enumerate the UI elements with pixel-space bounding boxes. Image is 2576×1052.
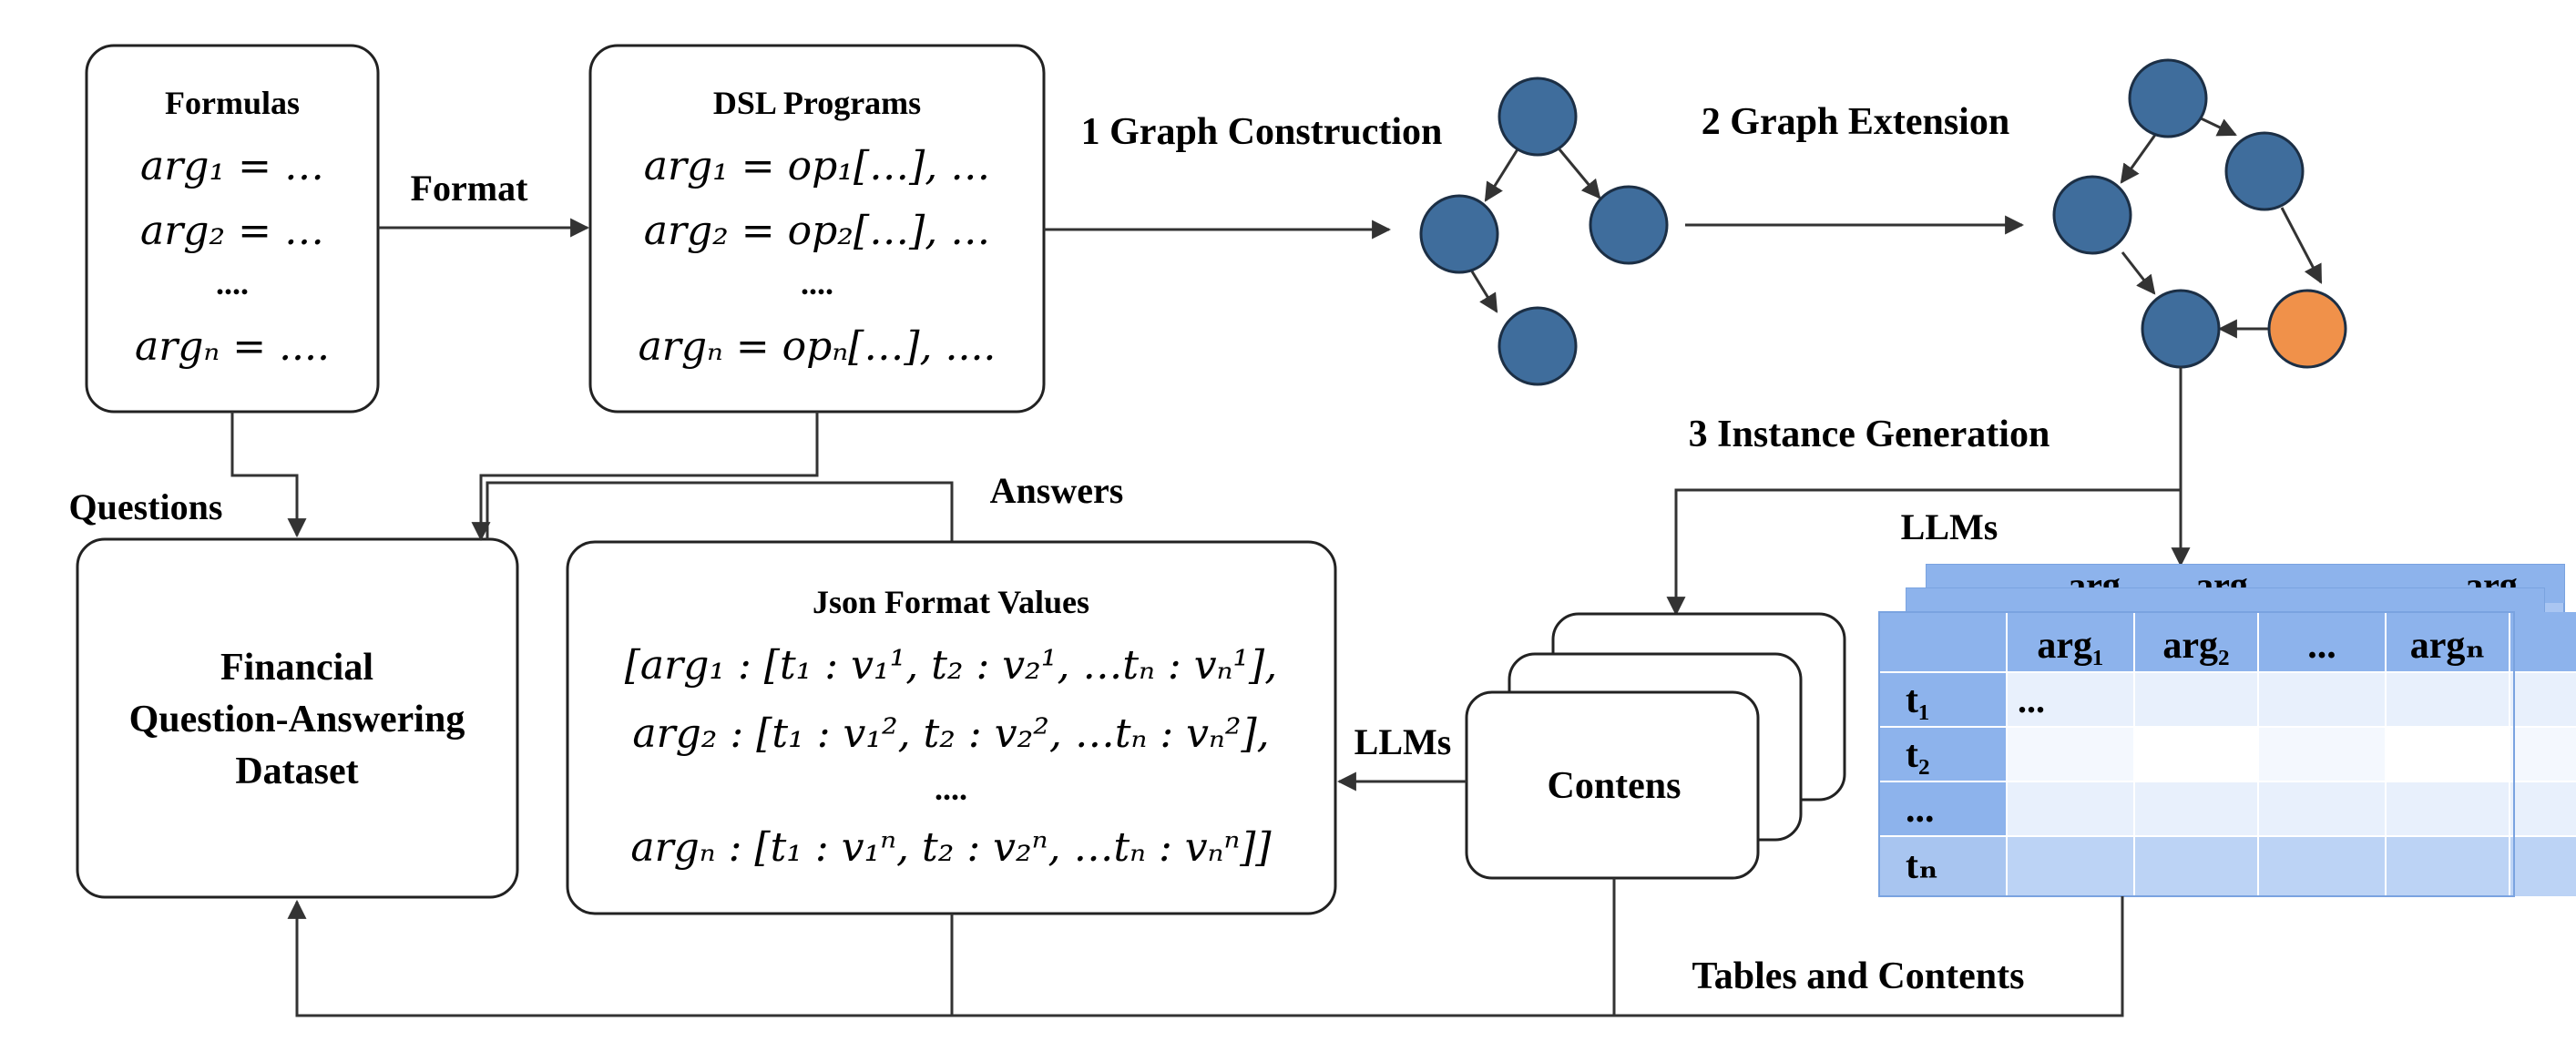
format-label: Format — [411, 168, 529, 209]
table-header-ellipsis: ... — [2307, 625, 2336, 667]
graph1-node-bottom — [1498, 306, 1578, 386]
graph2-edge-a — [2120, 134, 2157, 184]
tables-contents-path-b — [1614, 896, 2124, 1017]
qa-dataset-box: Financial Question-Answering Dataset — [76, 537, 519, 899]
questions-arrow — [230, 412, 307, 538]
instance-to-contents-arrow — [1666, 488, 2181, 617]
step2-label: 2 Graph Extension — [1702, 101, 2009, 143]
table-header-arg1: arg₁ — [2037, 625, 2103, 667]
tables-contents-arrow — [287, 899, 952, 1017]
formulas-box: Formulas arg₁ = … arg₂ = … .... argₙ = .… — [85, 44, 380, 414]
formula-line-n: argₙ = .... — [135, 323, 330, 370]
llms-left-label: LLMs — [1354, 721, 1452, 762]
json-values-box: Json Format Values [arg₁ : [t₁ : v₁¹, t₂… — [566, 540, 1337, 915]
graph1-edge-b — [1558, 148, 1601, 199]
initial-graph — [1419, 77, 1669, 386]
table-front-border — [1878, 611, 2515, 897]
table-header-row — [2007, 612, 2576, 672]
dsl-title: DSL Programs — [713, 85, 921, 121]
graph2-node-new — [2267, 289, 2347, 369]
table-row-t1: t₁ — [1906, 679, 1930, 721]
table-corner-cell — [1879, 612, 2007, 672]
dsl-line-n: argₙ = opₙ[…], .... — [639, 323, 997, 370]
json-line-2: arg₂ : [t₁ : v₁², t₂ : v₂², …tₙ : vₙ²], — [632, 710, 1269, 757]
formulas-title: Formulas — [165, 85, 300, 121]
table-rowhead-1 — [1879, 672, 2007, 727]
contents-label: Contens — [1547, 765, 1681, 807]
table-header-arg2: arg₂ — [2162, 625, 2229, 667]
graph1-node-root — [1498, 77, 1578, 157]
graph2-node-root — [2128, 58, 2208, 138]
qa-title-line-2: Question-Answering — [129, 699, 465, 740]
extended-graph — [2052, 58, 2347, 369]
table-rowhead-3 — [1879, 781, 2007, 836]
table-blank-cell-b — [2386, 727, 2510, 781]
json-line-1: [arg₁ : [t₁ : v₁¹, t₂ : v₂¹, …tₙ : vₙ¹], — [625, 642, 1277, 689]
json-title: Json Format Values — [813, 584, 1089, 620]
contents-card-front — [1465, 690, 1760, 880]
graph2-edge-d — [2280, 207, 2323, 284]
table-rowhead-2 — [1879, 727, 2007, 781]
table-row-ellipsis: ... — [1906, 789, 1935, 831]
dsl-line-ellipsis: .... — [801, 265, 833, 301]
formula-line-2: arg₂ = … — [140, 208, 324, 254]
table-body-row-3 — [2007, 781, 2576, 836]
json-line-ellipsis: .... — [935, 771, 967, 807]
table-row-tn: tₙ — [1906, 845, 1938, 887]
json-line-n: argₙ : [t₁ : v₁ⁿ, t₂ : v₂ⁿ, …tₙ : vₙⁿ]] — [630, 824, 1272, 871]
questions-label: Questions — [69, 486, 223, 527]
table-row-t2: t₂ — [1906, 734, 1930, 776]
table-body-row-4 — [2007, 836, 2576, 896]
qa-box-frame — [76, 537, 519, 899]
graph2-node-right — [2224, 131, 2305, 211]
formula-line-1: arg₁ = … — [140, 143, 324, 189]
dsl-line-2: arg₂ = op₂[…], … — [644, 208, 991, 254]
tables-contents-label: Tables and Contents — [1692, 955, 2025, 997]
graph2-node-left — [2052, 175, 2132, 255]
graph2-edge-c — [2121, 251, 2156, 295]
graph2-edge-b — [2196, 115, 2237, 137]
graph1-node-left — [1419, 194, 1499, 274]
table-cell-t1-arg1: ... — [2018, 679, 2045, 720]
dsl-line-1: arg₁ = op₁[…], … — [644, 143, 991, 189]
graph2-node-bottom — [2141, 289, 2221, 369]
table-stack: arg₁ arg₂ arg — [1878, 564, 2576, 897]
qa-title-line-3: Dataset — [235, 751, 358, 792]
step3-label: 3 Instance Generation — [1689, 414, 2050, 455]
answers-arrow — [471, 412, 819, 542]
graph1-edge-c — [1470, 271, 1498, 313]
step1-label: 1 Graph Construction — [1081, 111, 1443, 153]
answers-json-branch — [486, 481, 954, 542]
contents-stack: Contens — [1465, 612, 1846, 880]
formula-line-ellipsis: .... — [216, 265, 249, 301]
table-body-row-1 — [2007, 672, 2576, 727]
dsl-programs-box: DSL Programs arg₁ = op₁[…], … arg₂ = op₂… — [588, 44, 1046, 414]
graph1-node-right — [1589, 185, 1669, 265]
table-rowhead-4 — [1879, 836, 2007, 896]
qa-title-line-1: Financial — [220, 647, 373, 689]
answers-label: Answers — [990, 470, 1124, 511]
llms-top-label: LLMs — [1901, 506, 1998, 547]
table-front: arg₁ arg₂ ... argₙ t₁ t₂ ... tₙ ... — [1878, 611, 2576, 897]
table-blank-cell-a — [2134, 727, 2258, 781]
table-header-argn: argₙ — [2410, 625, 2485, 667]
graph1-edge-a — [1484, 148, 1519, 202]
